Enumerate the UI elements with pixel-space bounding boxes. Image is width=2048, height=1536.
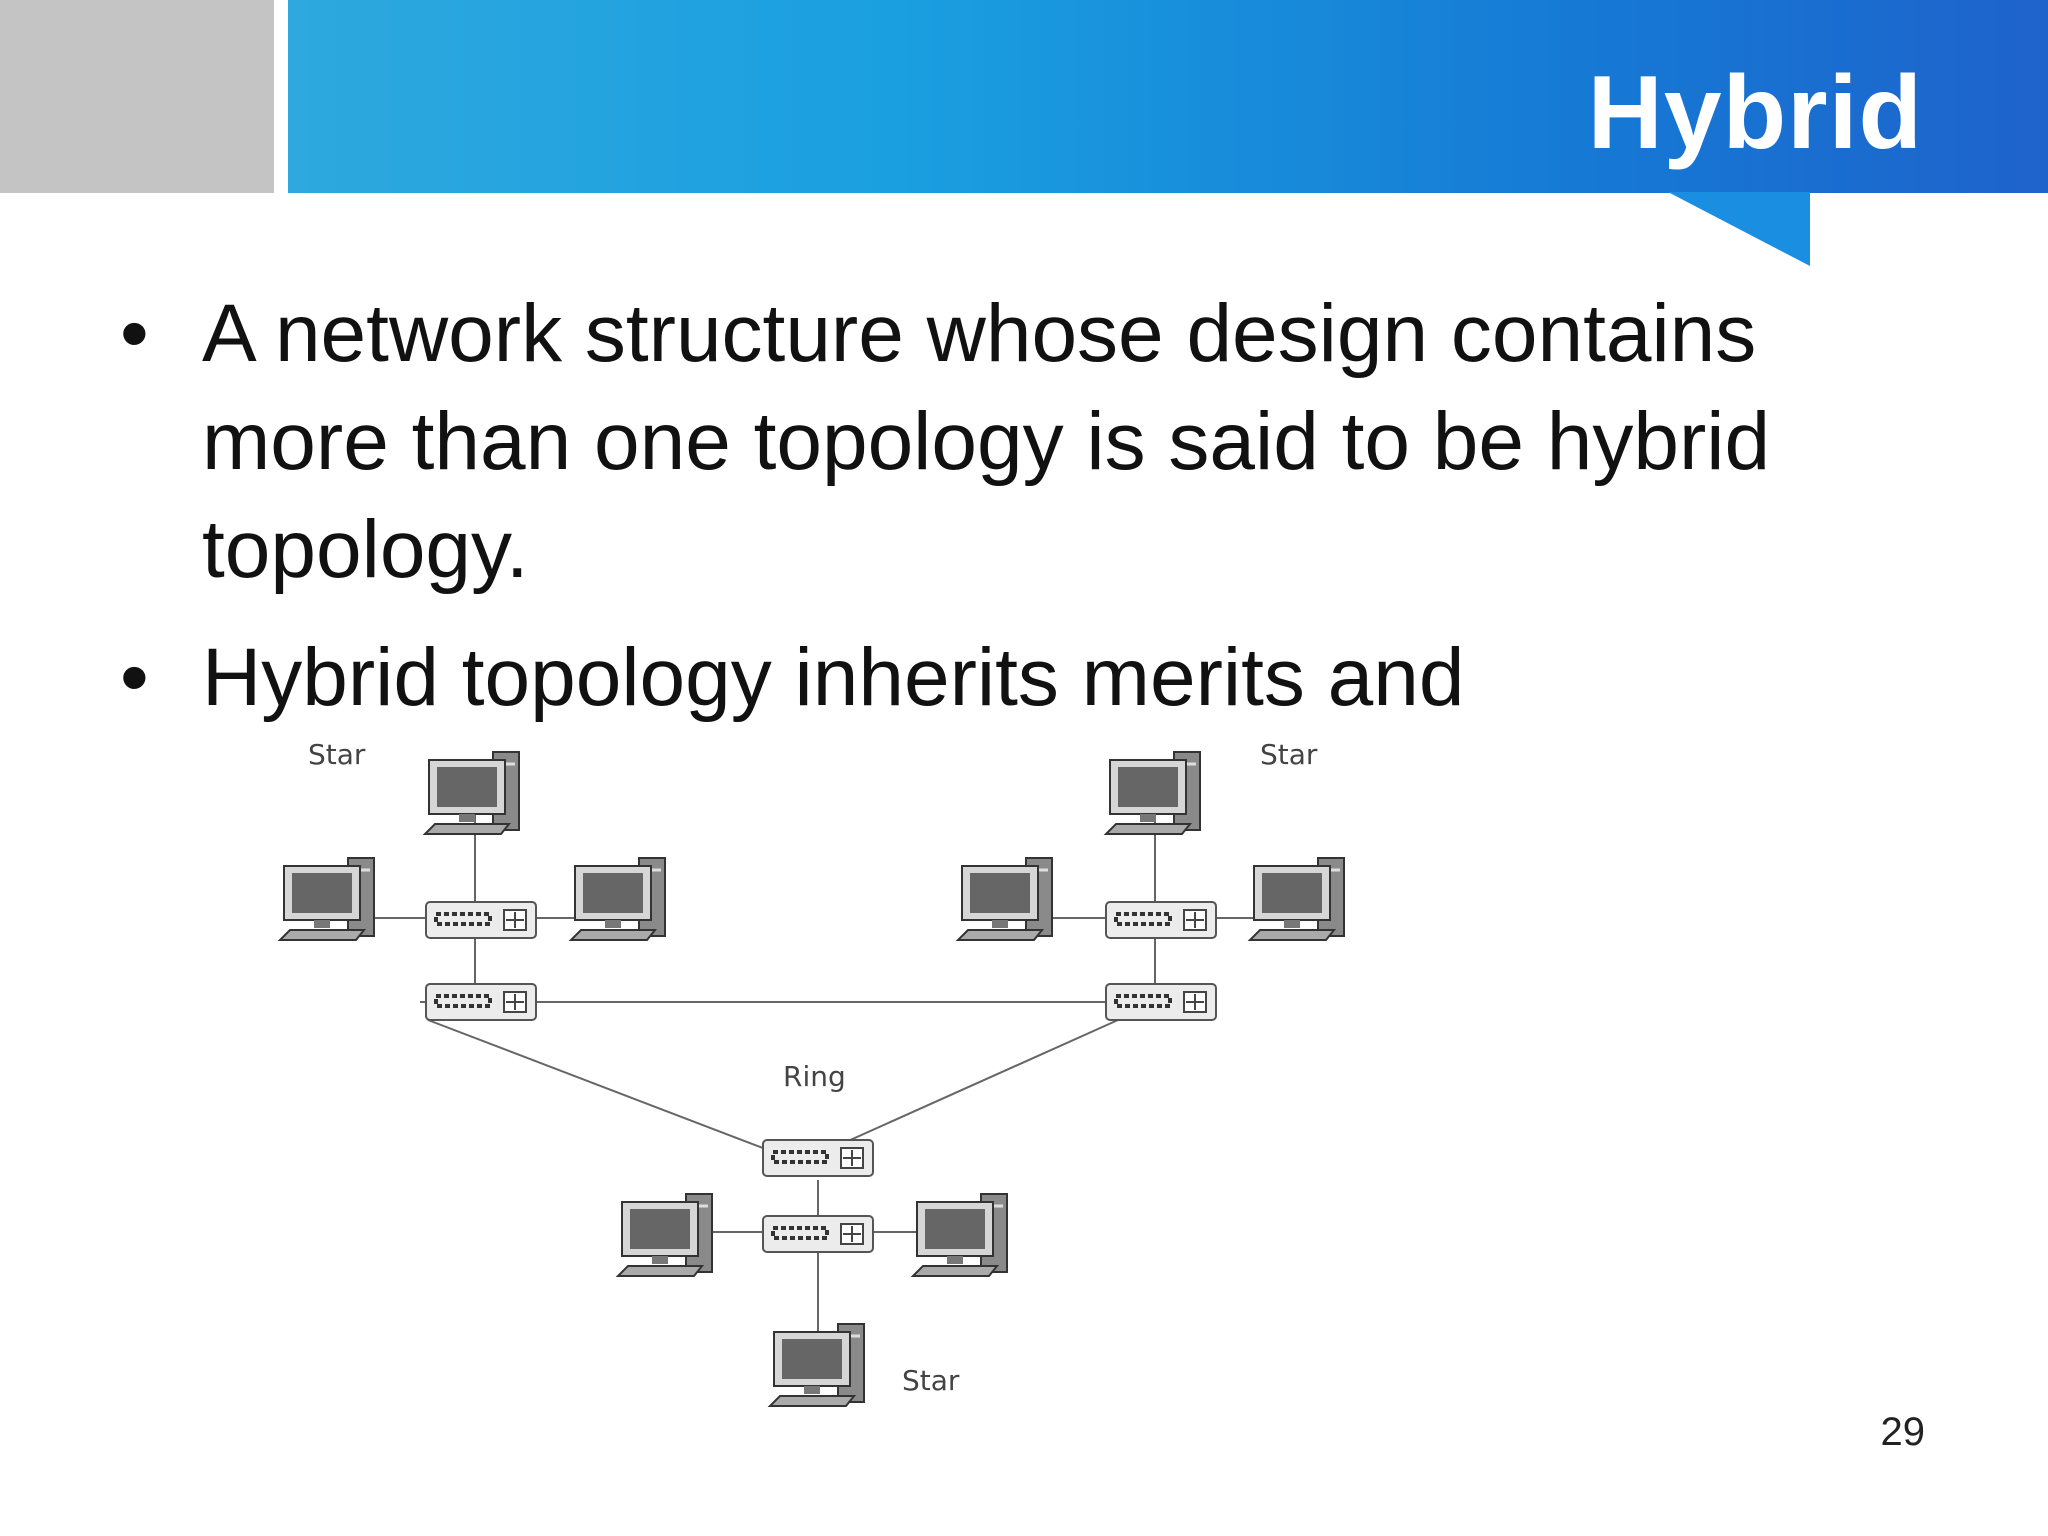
bullet-item: • Hybrid topology inherits merits and	[120, 624, 1960, 732]
switch-icon	[1104, 900, 1218, 940]
header-gray-block	[0, 0, 274, 193]
computer-icon	[1104, 750, 1202, 836]
computer-icon	[616, 1192, 714, 1278]
star-label-top-left: Star	[308, 740, 366, 771]
bullet-text: Hybrid topology inherits merits and	[202, 632, 1465, 723]
computer-icon	[1248, 856, 1346, 942]
header-tab-pointer	[1668, 192, 1810, 266]
switch-icon	[761, 1138, 875, 1178]
switch-icon	[424, 900, 538, 940]
computer-icon	[423, 750, 521, 836]
star-label-top-right: Star	[1260, 740, 1318, 771]
switch-icon	[424, 982, 538, 1022]
computer-icon	[569, 856, 667, 942]
computer-icon	[278, 856, 376, 942]
hybrid-topology-diagram: Star Star Ring Star	[268, 740, 1368, 1420]
computer-icon	[956, 856, 1054, 942]
switch-icon	[1104, 982, 1218, 1022]
bullet-marker: •	[120, 632, 149, 723]
slide-title: Hybrid	[1587, 55, 1923, 171]
bullet-item: • A network structure whose design conta…	[120, 280, 1960, 604]
star-label-bottom: Star	[902, 1364, 960, 1397]
switch-icon	[761, 1214, 875, 1254]
computer-icon	[768, 1322, 866, 1408]
page-number: 29	[1880, 1410, 1926, 1454]
computer-icon	[911, 1192, 1009, 1278]
bullet-list: • A network structure whose design conta…	[120, 280, 1960, 752]
bullet-marker: •	[120, 288, 149, 379]
ring-label: Ring	[783, 1060, 846, 1093]
header-bar	[288, 0, 2048, 193]
bullet-text: A network structure whose design contain…	[202, 288, 1771, 595]
